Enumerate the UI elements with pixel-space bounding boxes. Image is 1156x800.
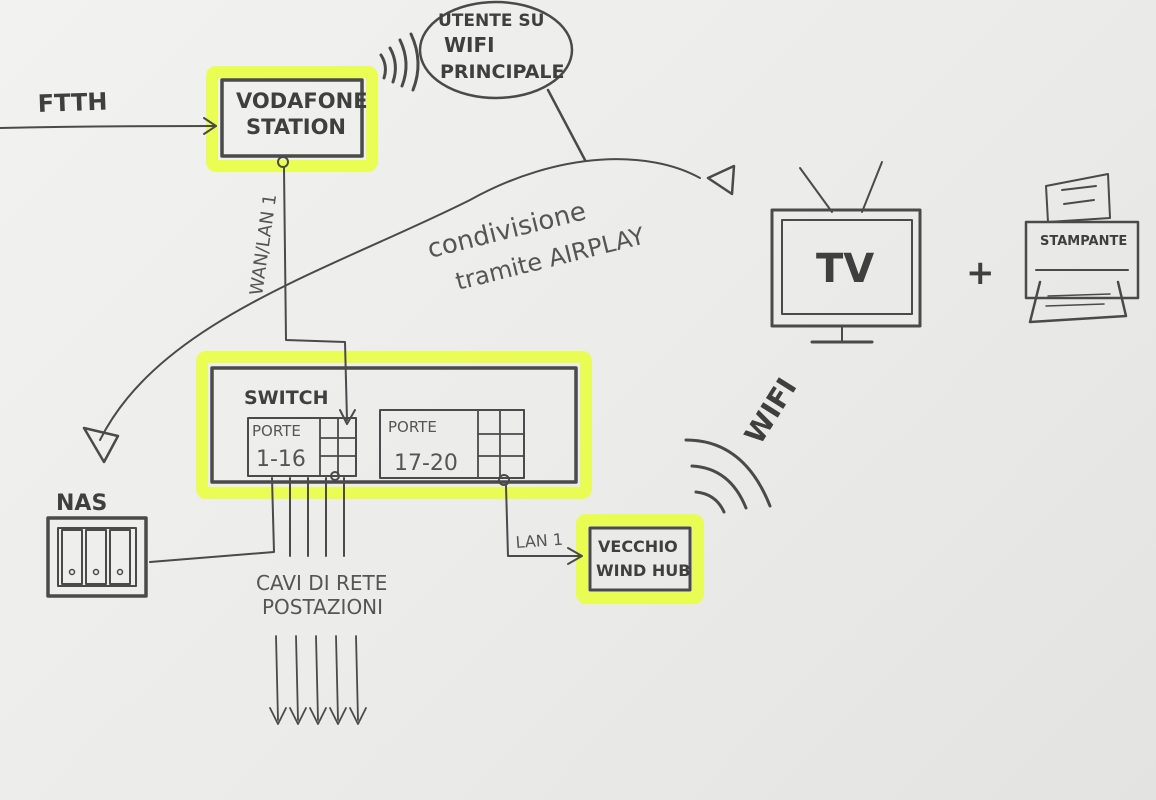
ports-a-line1: PORTE — [252, 422, 301, 440]
switch-highlight — [196, 351, 592, 499]
router-label-line1: VODAFONE — [236, 89, 368, 113]
hub-label-line2: WIND HUB — [596, 561, 690, 580]
switch-box — [210, 366, 578, 486]
ftth-line — [0, 117, 217, 135]
bubble-line1: UTENTE SU — [438, 11, 544, 31]
lan1-cable — [505, 485, 583, 565]
cables-label-line2: POSTAZIONI — [262, 595, 383, 619]
tv-label: TV — [816, 246, 874, 292]
cables-label-line1: CAVI DI RETE — [256, 571, 387, 595]
wifi-label: WIFI — [738, 372, 804, 450]
user-bubble — [418, 0, 587, 162]
wan-label: WAN/LAN 1 — [246, 193, 281, 297]
nas-icon — [46, 516, 148, 598]
wan-cable — [283, 167, 356, 425]
bubble-line3: PRINCIPALE — [440, 61, 565, 83]
ports-b-line2: 17-20 — [394, 451, 458, 476]
hub-highlight — [576, 514, 704, 604]
airplay-curve — [82, 158, 736, 464]
ftth-label: FTTH — [37, 88, 108, 118]
switch-label: SWITCH — [244, 387, 329, 409]
plus-sign: + — [966, 253, 995, 293]
nas-label: NAS — [56, 491, 107, 516]
printer-icon — [1024, 173, 1140, 324]
workstation-arrows — [269, 635, 367, 725]
nas-cable — [149, 477, 275, 563]
bubble-line2: WIFI — [444, 33, 495, 57]
ports-a-line2: 1-16 — [256, 447, 306, 472]
lan1-label: LAN 1 — [515, 530, 564, 552]
hub-wifi-waves — [684, 438, 772, 514]
tv-icon — [770, 161, 922, 344]
ports-b-line1: PORTE — [388, 418, 437, 436]
printer-label: STAMPANTE — [1040, 234, 1127, 249]
hub-label-line1: VECCHIO — [598, 537, 678, 556]
workstation-cables — [289, 477, 345, 557]
router-box — [220, 78, 364, 168]
hub-box — [588, 526, 692, 592]
router-highlight — [206, 66, 378, 172]
router-wifi-waves — [379, 32, 420, 92]
router-label-line2: STATION — [246, 115, 346, 139]
